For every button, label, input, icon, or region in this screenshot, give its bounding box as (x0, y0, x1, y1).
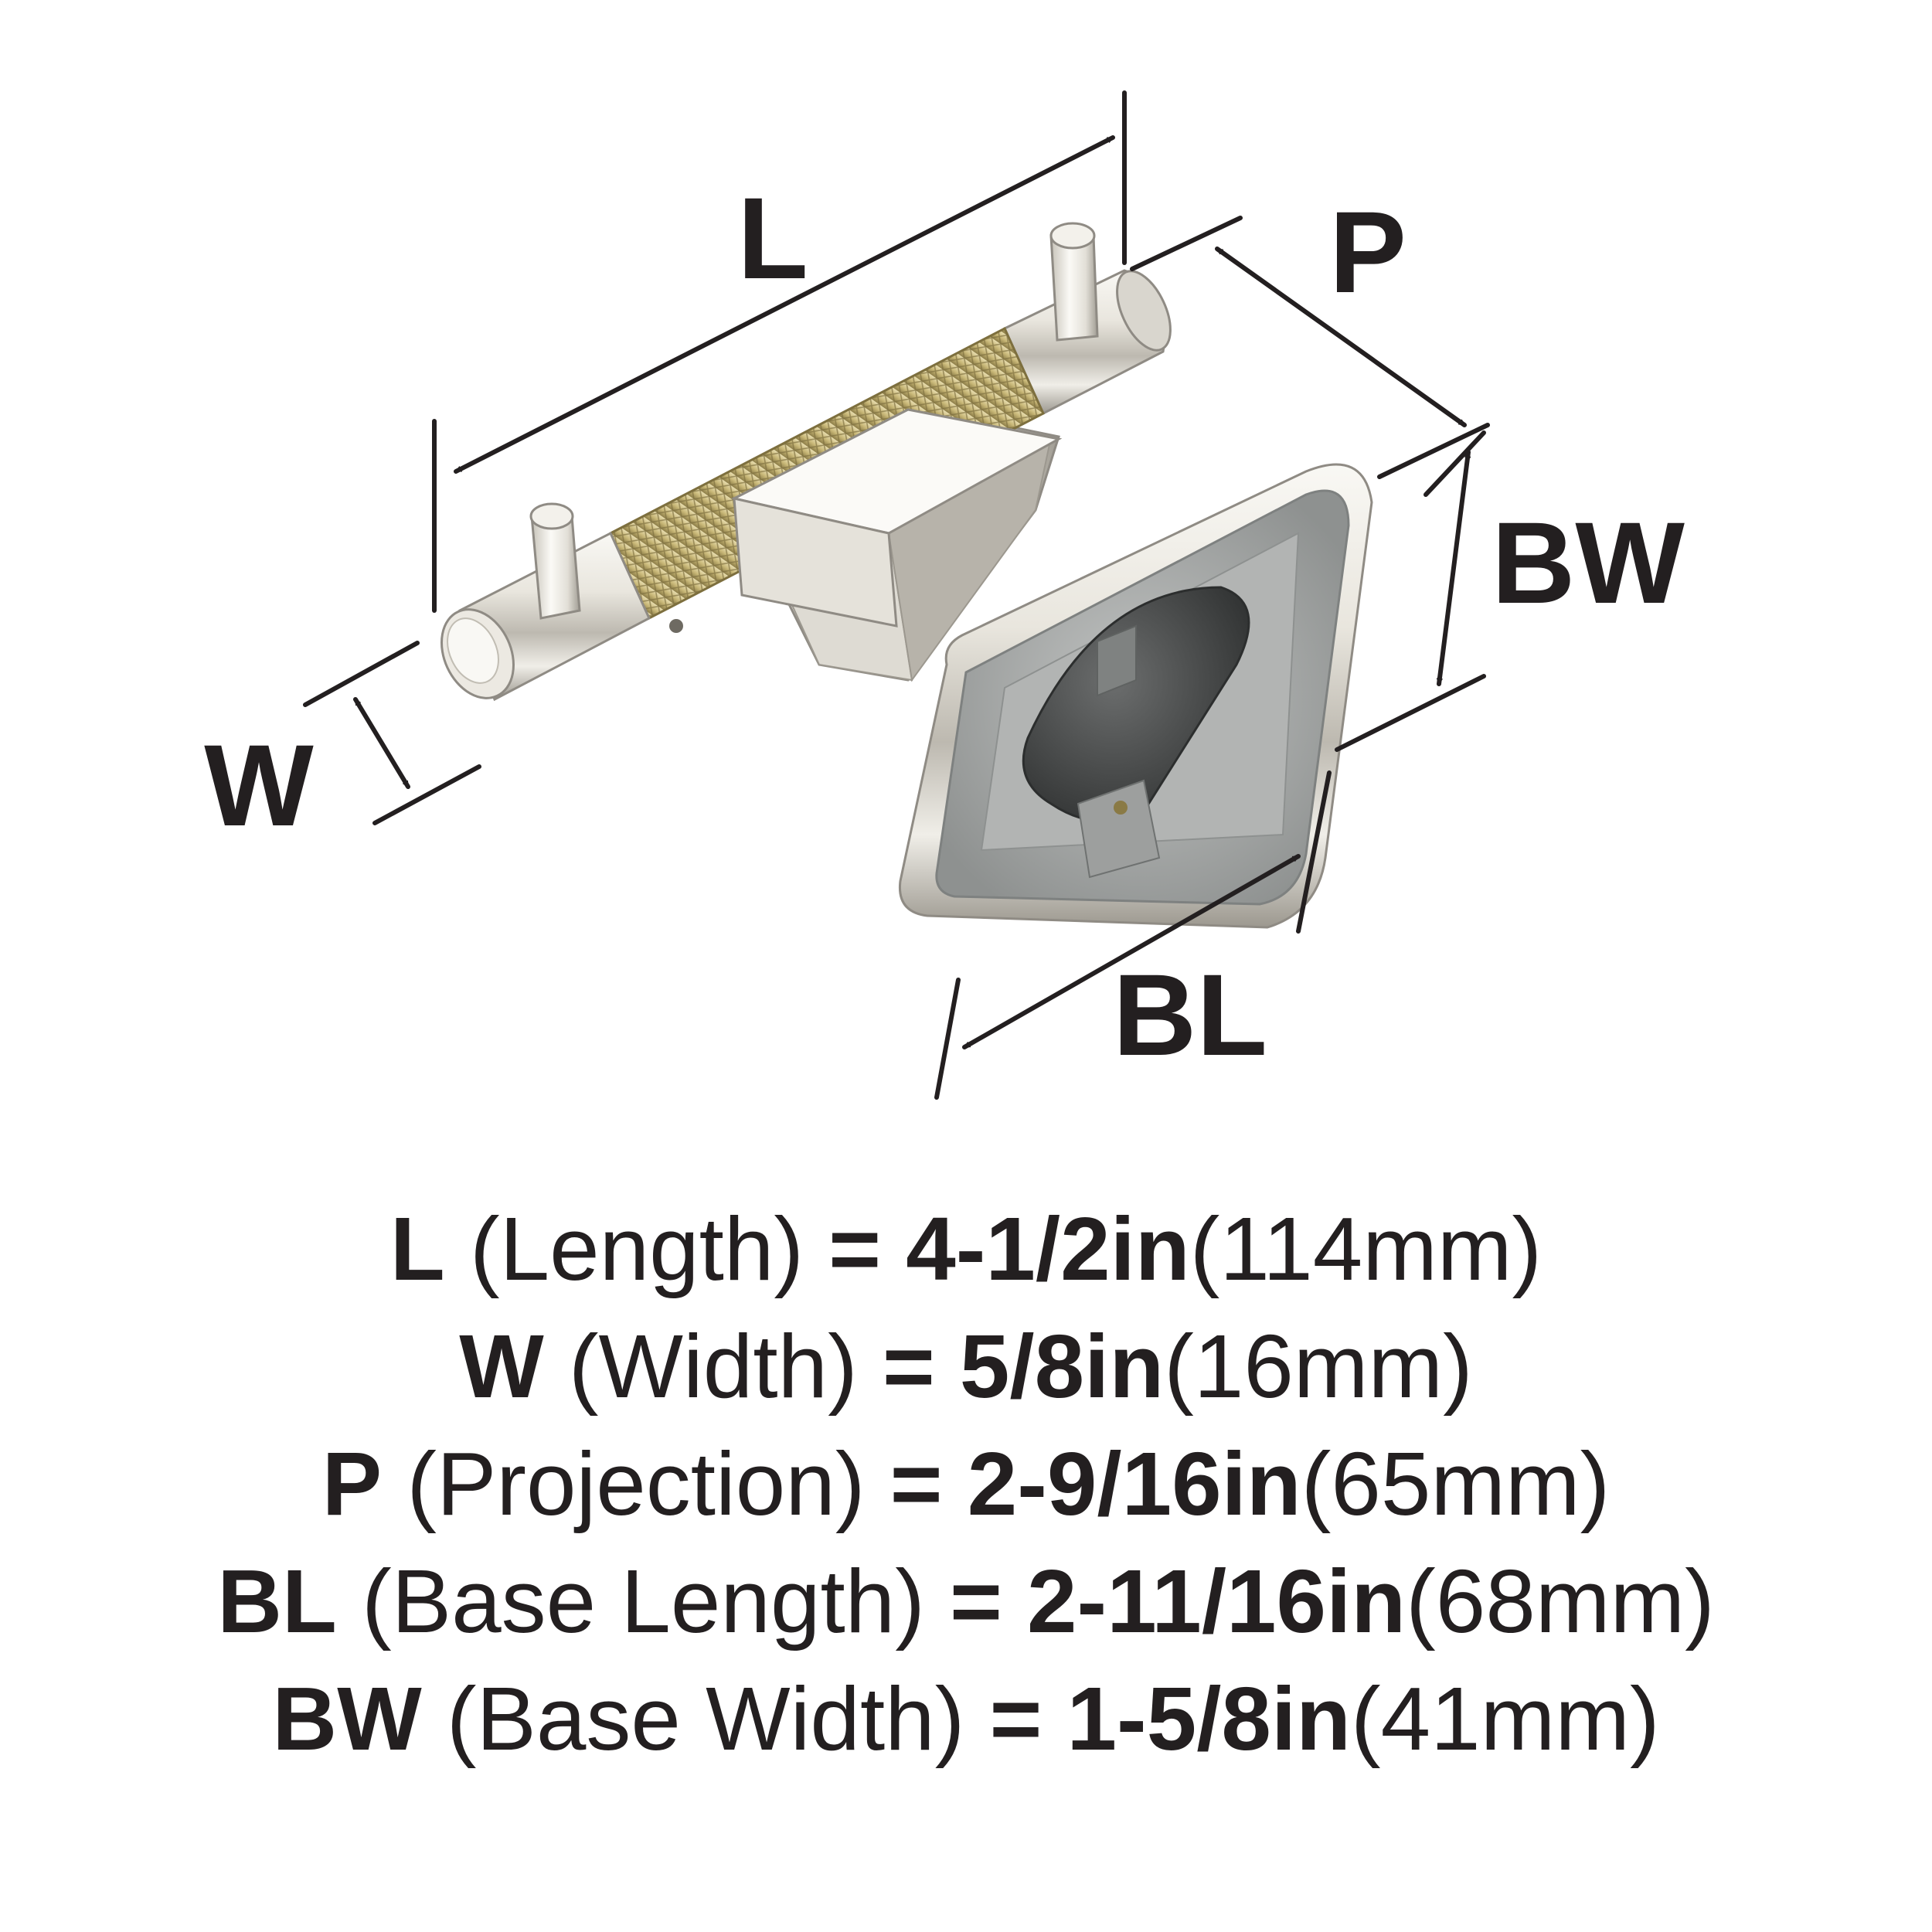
double-hook-illustration (440, 222, 1373, 929)
spec-name: (Projection) (406, 1434, 866, 1534)
right-hook-pin (1049, 222, 1099, 342)
spec-abbr: BL (217, 1551, 337, 1651)
spec-metric: (65mm) (1301, 1434, 1611, 1534)
mounting-base (898, 463, 1373, 929)
spec-imperial: 2-11/16in (1027, 1551, 1406, 1651)
label-L: L (737, 173, 808, 303)
dimension-L (432, 90, 1127, 613)
spec-metric: (41mm) (1351, 1668, 1660, 1769)
spec-name: (Width) (568, 1316, 858, 1417)
base-screw-hole (1114, 801, 1128, 815)
spec-width: W (Width) = 5/8in(16mm) (0, 1308, 1932, 1425)
spec-imperial: 2-9/16in (967, 1434, 1301, 1534)
spec-length: L (Length) = 4-1/2in(114mm) (0, 1190, 1932, 1308)
spec-base-length: BL (Base Length) = 2-11/16in(68mm) (0, 1543, 1932, 1660)
spec-imperial: 4-1/2in (906, 1199, 1190, 1299)
left-hook-pin (529, 502, 581, 620)
dimension-W (303, 641, 481, 825)
spec-abbr: W (459, 1316, 544, 1417)
spec-abbr: P (321, 1434, 383, 1534)
label-W: W (204, 720, 314, 850)
dimension-P (1130, 216, 1490, 479)
spec-imperial: 5/8in (959, 1316, 1165, 1417)
spec-equals: = (989, 1668, 1043, 1769)
spec-equals: = (889, 1434, 943, 1534)
spec-abbr: L (389, 1199, 445, 1299)
spec-name: (Base Width) (446, 1668, 965, 1769)
spec-projection: P (Projection) = 2-9/16in(65mm) (0, 1425, 1932, 1543)
spec-metric: (114mm) (1189, 1199, 1543, 1299)
label-BW: BW (1492, 498, 1685, 628)
product-dimension-diagram: L P BW W BL (204, 90, 1685, 1100)
spec-base-width: BW (Base Width) = 1-5/8in(41mm) (0, 1660, 1932, 1777)
spec-abbr: BW (272, 1668, 422, 1769)
dimension-annotations (303, 90, 1490, 1100)
label-BL: BL (1113, 950, 1267, 1080)
spec-equals: = (882, 1316, 935, 1417)
dimension-BW (1335, 430, 1486, 752)
spec-equals: = (950, 1551, 1002, 1651)
dimension-BL (934, 770, 1332, 1100)
spec-name: (Base Length) (362, 1551, 925, 1651)
spec-imperial: 1-5/8in (1066, 1668, 1352, 1769)
spec-equals: = (828, 1199, 881, 1299)
spec-metric: (16mm) (1164, 1316, 1473, 1417)
set-screw-left (669, 619, 683, 633)
label-P: P (1329, 187, 1406, 317)
spec-name: (Length) (469, 1199, 804, 1299)
dimension-spec-list: L (Length) = 4-1/2in(114mm) W (Width) = … (0, 1190, 1932, 1777)
spec-metric: (68mm) (1406, 1551, 1715, 1651)
